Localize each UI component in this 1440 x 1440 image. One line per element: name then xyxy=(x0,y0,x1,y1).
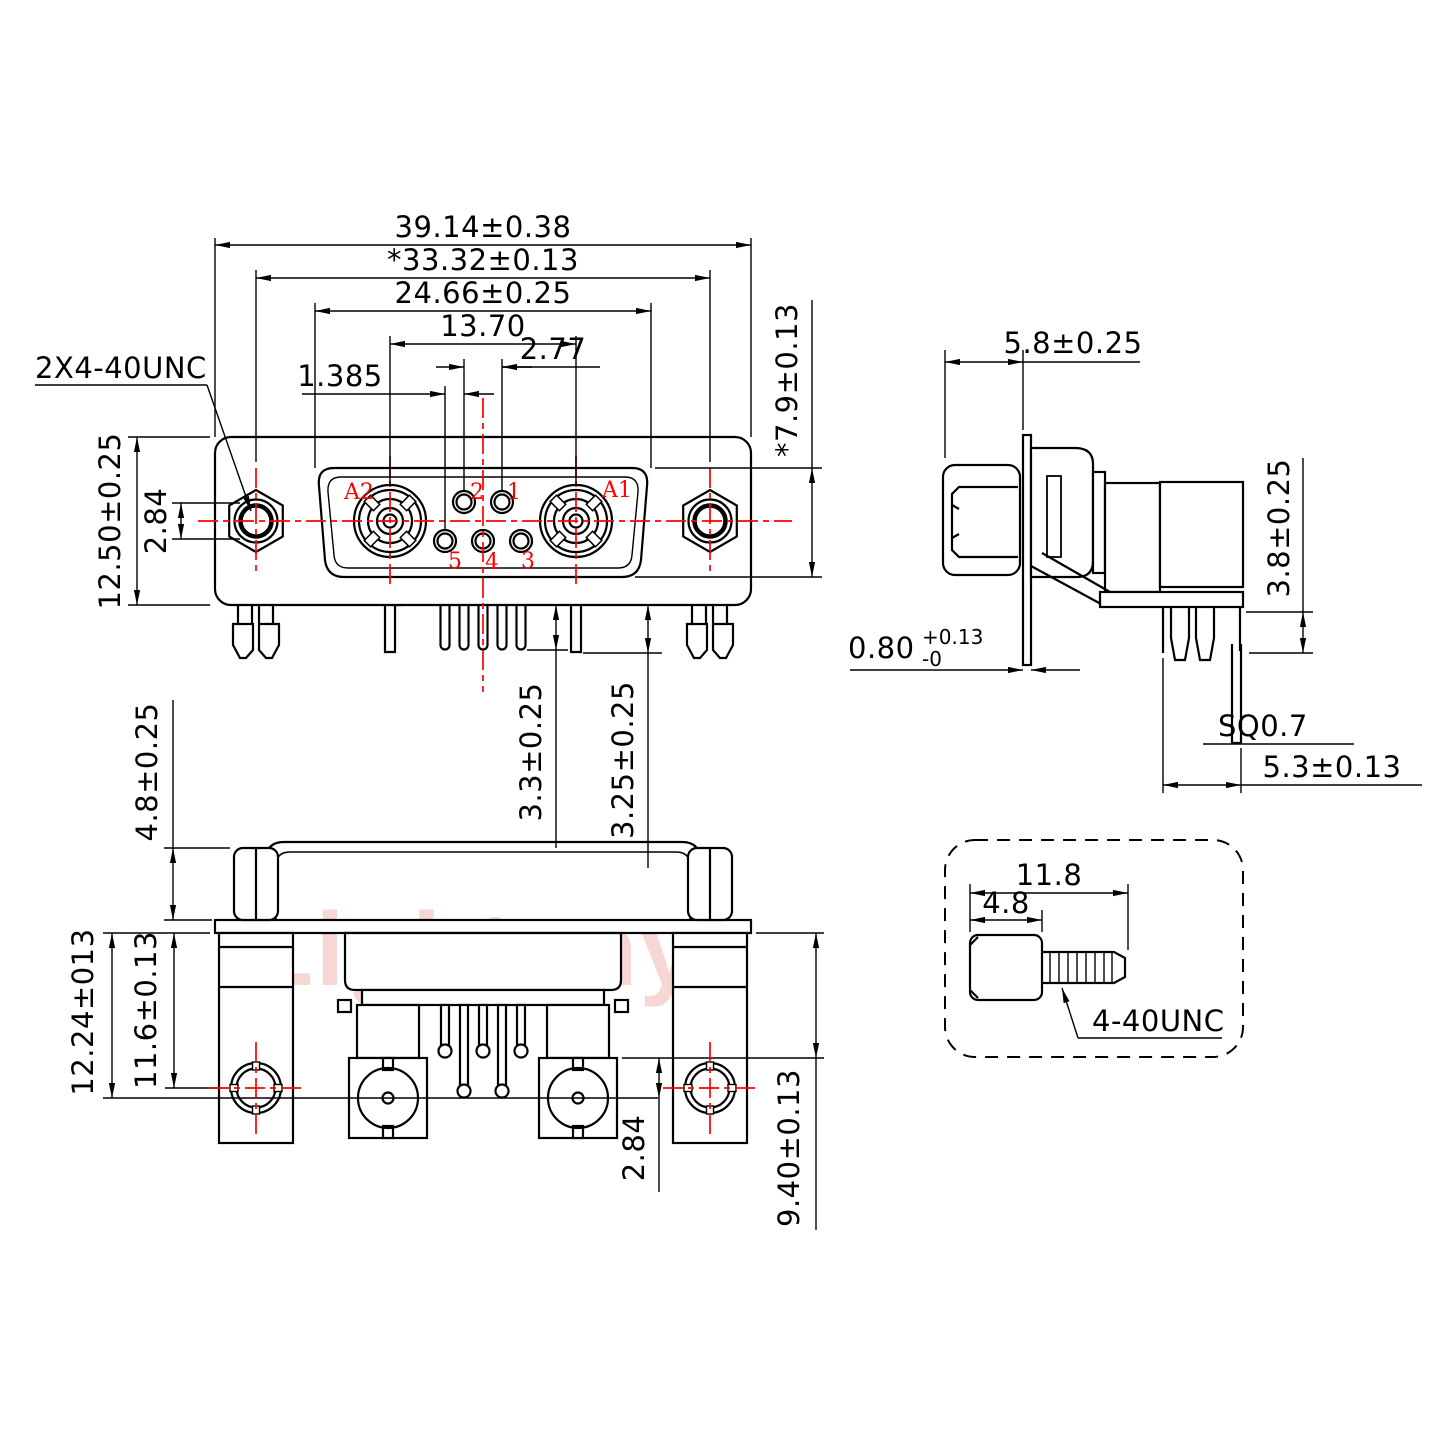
side-view: 5.8±0.25 0.80 +0.13 -0 3.8±0.25 SQ0.7 5.… xyxy=(848,326,1422,793)
dim-insert-height: *7.9±0.13 xyxy=(770,303,804,457)
bottom-dimension-lines xyxy=(108,700,820,1230)
label-pin5: 5 xyxy=(448,549,462,574)
dim-overall-width: 39.14±0.38 xyxy=(395,210,572,244)
dim-coax-pin-len: 3.25±0.25 xyxy=(606,681,640,839)
front-boardlocks-and-pins xyxy=(231,605,735,660)
label-pin4: 4 xyxy=(485,550,499,575)
label-pin3: 3 xyxy=(521,549,535,574)
dim-flange-thick: 0.80 xyxy=(848,631,915,665)
label-a2: A2 xyxy=(343,480,374,505)
side-dimension-lines xyxy=(850,358,1422,789)
dim-flange-thick-minus: -0 xyxy=(922,647,942,671)
bottom-extension-lines xyxy=(103,847,824,1099)
front-view: A2 A1 2 1 5 4 3 xyxy=(35,210,822,868)
dim-mount-spacing: *33.32±0.13 xyxy=(387,243,579,277)
dim-coax-offset: 2.84 xyxy=(617,1115,651,1182)
detail-box xyxy=(944,839,1244,1058)
screw-drawing xyxy=(968,933,1127,1002)
dim-signal-pin-len: 3.3±0.25 xyxy=(514,683,548,822)
dim-screw-hole: 2.84 xyxy=(139,488,173,555)
dim-coax-row: 12.24±013 xyxy=(66,928,100,1095)
dim-tail-length: 5.3±0.13 xyxy=(1263,750,1402,784)
dim-half-pitch: 1.385 xyxy=(297,359,383,393)
dsub-insert xyxy=(317,466,649,579)
label-pin1: 1 xyxy=(507,480,521,505)
dim-standoff: 3.8±0.25 xyxy=(1262,459,1296,598)
thread-callout: 2X4-40UNC xyxy=(35,351,207,385)
dim-head-to-flange: 5.8±0.25 xyxy=(1004,326,1143,360)
screw-detail: 11.8 4.8 4-40UNC xyxy=(944,839,1244,1058)
side-body xyxy=(941,433,1245,745)
dim-screw-head: 4.8 xyxy=(982,886,1030,920)
dim-flange-height: 12.50±0.25 xyxy=(93,433,127,610)
screw-thread-label: 4-40UNC xyxy=(1092,1004,1225,1038)
bottom-centerlines xyxy=(209,1042,757,1136)
dim-insert-width: 24.66±0.25 xyxy=(395,276,572,310)
detail-dimension-lines xyxy=(969,884,1222,1039)
dim-pin-square: SQ0.7 xyxy=(1218,709,1308,743)
dim-coax-spacing: 13.70 xyxy=(440,309,526,343)
label-a1: A1 xyxy=(601,478,632,503)
dim-nut-height: 4.8±0.25 xyxy=(130,703,164,842)
dim-hole-row: 11.6±0.13 xyxy=(129,931,163,1089)
dim-flange-thick-plus: +0.13 xyxy=(922,625,983,649)
front-dimension-lines xyxy=(35,241,816,868)
bottom-view: 4.8±0.25 12.24±013 11.6±0.13 2.84 9.40±0… xyxy=(66,700,824,1230)
bottom-body xyxy=(213,840,753,1145)
dim-bnc-edge: 9.40±0.13 xyxy=(772,1069,806,1227)
dim-pin-pitch: 2.77 xyxy=(520,332,587,366)
front-centerlines xyxy=(198,398,792,692)
label-pin2: 2 xyxy=(470,480,484,505)
dim-screw-overall: 11.8 xyxy=(1016,858,1083,892)
